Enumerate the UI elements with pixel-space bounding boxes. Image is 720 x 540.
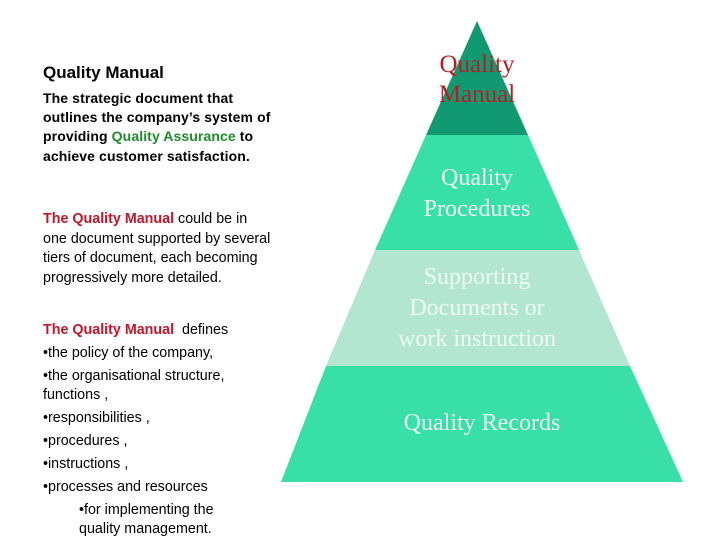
bullet-item: •processes and resources bbox=[43, 479, 208, 495]
tiers-text: could be in one document supported by se… bbox=[43, 211, 271, 286]
bullet-item: •the organisational structure, functions… bbox=[43, 368, 225, 403]
bullet-item: •instructions , bbox=[43, 456, 129, 472]
sub-bullet-item: •for implementing the quality management… bbox=[79, 502, 214, 537]
tier-quality-manual bbox=[426, 21, 528, 135]
tier-label-quality-procedures: Quality Procedures bbox=[423, 165, 531, 222]
quality-manual-highlight: The Quality Manual bbox=[43, 211, 175, 227]
intro-text: The strategic document that outlines the… bbox=[43, 90, 271, 145]
tier-quality-records bbox=[281, 366, 683, 482]
defines-text: defines bbox=[174, 322, 229, 338]
tier-label-supporting-documents: Supporting Documents or work instruction bbox=[398, 264, 556, 352]
tier-quality-procedures bbox=[375, 135, 579, 250]
tier-supporting-documents bbox=[326, 250, 630, 366]
tier-label-quality-records: Quality Records bbox=[403, 410, 561, 436]
defines-lead: The Quality Manual defines bbox=[43, 321, 283, 340]
defines-paragraph: The Quality Manual defines •the policy o… bbox=[43, 321, 283, 539]
quality-manual-highlight: The Quality Manual bbox=[43, 322, 175, 338]
bullet-item: •responsibilities , bbox=[43, 410, 150, 426]
intro-paragraph: The strategic document that outlines the… bbox=[43, 89, 273, 166]
tiers-paragraph: The Quality Manual could be in one docum… bbox=[43, 210, 273, 288]
quality-assurance-highlight: Quality Assurance bbox=[111, 128, 236, 145]
tier-label-quality-manual: Quality Manual bbox=[438, 51, 516, 108]
section-heading: Quality Manual bbox=[43, 63, 164, 82]
bullet-item: •procedures , bbox=[43, 433, 128, 449]
bullet-item: •the policy of the company, bbox=[43, 345, 214, 361]
intro-text-end: to achieve customer satisfaction. bbox=[43, 128, 254, 164]
